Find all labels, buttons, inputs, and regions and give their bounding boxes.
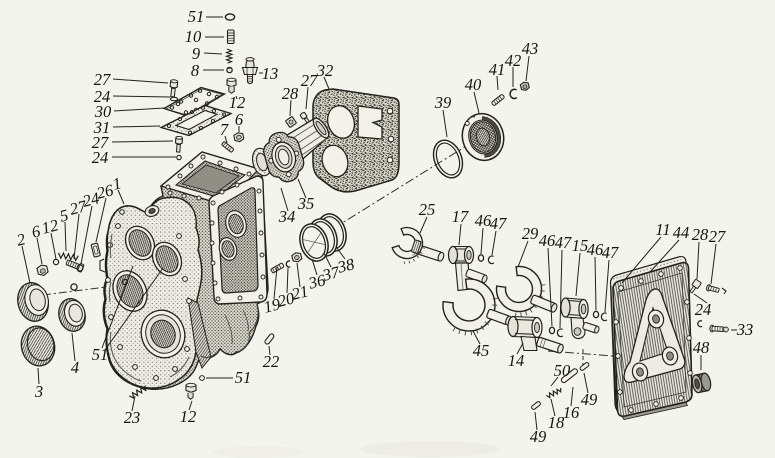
svg-text:43: 43 [522,39,539,58]
svg-text:8: 8 [191,61,200,80]
svg-text:18: 18 [548,413,565,432]
svg-text:35: 35 [297,194,315,213]
svg-text:45: 45 [473,341,490,360]
svg-text:27: 27 [68,196,89,219]
svg-text:24: 24 [92,148,109,167]
svg-text:51: 51 [235,368,252,387]
svg-text:27: 27 [92,133,109,152]
svg-text:47: 47 [490,214,507,233]
svg-text:49: 49 [530,427,547,446]
svg-text:19: 19 [262,294,283,316]
svg-text:39: 39 [434,93,452,112]
svg-text:29: 29 [522,224,539,243]
svg-text:46: 46 [587,240,604,259]
svg-text:6: 6 [235,110,244,129]
svg-text:23: 23 [124,408,141,427]
svg-text:16: 16 [563,403,580,422]
svg-text:27: 27 [301,71,318,90]
svg-text:36: 36 [306,270,328,293]
svg-text:41: 41 [489,60,506,79]
svg-text:3: 3 [34,382,43,401]
svg-text:12: 12 [180,407,197,426]
svg-text:13: 13 [262,64,279,83]
svg-text:9: 9 [192,44,200,63]
svg-text:28: 28 [692,225,709,244]
svg-text:47: 47 [602,243,619,262]
svg-text:31: 31 [93,118,111,137]
svg-text:44: 44 [673,223,690,242]
svg-text:24: 24 [94,87,111,106]
svg-text:51: 51 [92,345,109,364]
svg-text:34: 34 [278,207,296,226]
svg-text:42: 42 [505,51,522,70]
svg-text:10: 10 [185,27,202,46]
svg-text:24: 24 [695,300,712,319]
svg-text:12: 12 [229,93,246,112]
svg-text:21: 21 [290,281,311,303]
svg-text:47: 47 [555,233,572,252]
svg-text:48: 48 [693,338,710,357]
svg-text:46: 46 [475,211,492,230]
svg-text:22: 22 [263,352,280,371]
svg-text:17: 17 [452,207,469,226]
svg-text:7: 7 [220,120,229,139]
svg-text:46: 46 [539,231,556,250]
svg-text:50: 50 [554,361,571,380]
svg-text:14: 14 [508,351,525,370]
svg-text:30: 30 [94,102,112,121]
svg-text:26: 26 [95,180,116,203]
svg-text:51: 51 [188,7,205,26]
svg-text:40: 40 [465,75,482,94]
svg-text:37: 37 [320,262,342,285]
svg-text:32: 32 [316,61,334,80]
svg-text:11: 11 [655,220,670,239]
svg-text:38: 38 [335,254,357,277]
svg-text:25: 25 [419,200,436,219]
svg-text:12: 12 [40,215,61,237]
svg-text:27: 27 [94,70,111,89]
svg-text:27: 27 [709,227,726,246]
svg-text:20: 20 [276,288,297,311]
svg-text:15: 15 [572,236,589,255]
svg-text:28: 28 [282,84,299,103]
svg-text:4: 4 [71,358,79,377]
svg-text:49: 49 [581,390,598,409]
svg-text:33: 33 [736,320,754,339]
svg-text:24: 24 [81,188,102,210]
